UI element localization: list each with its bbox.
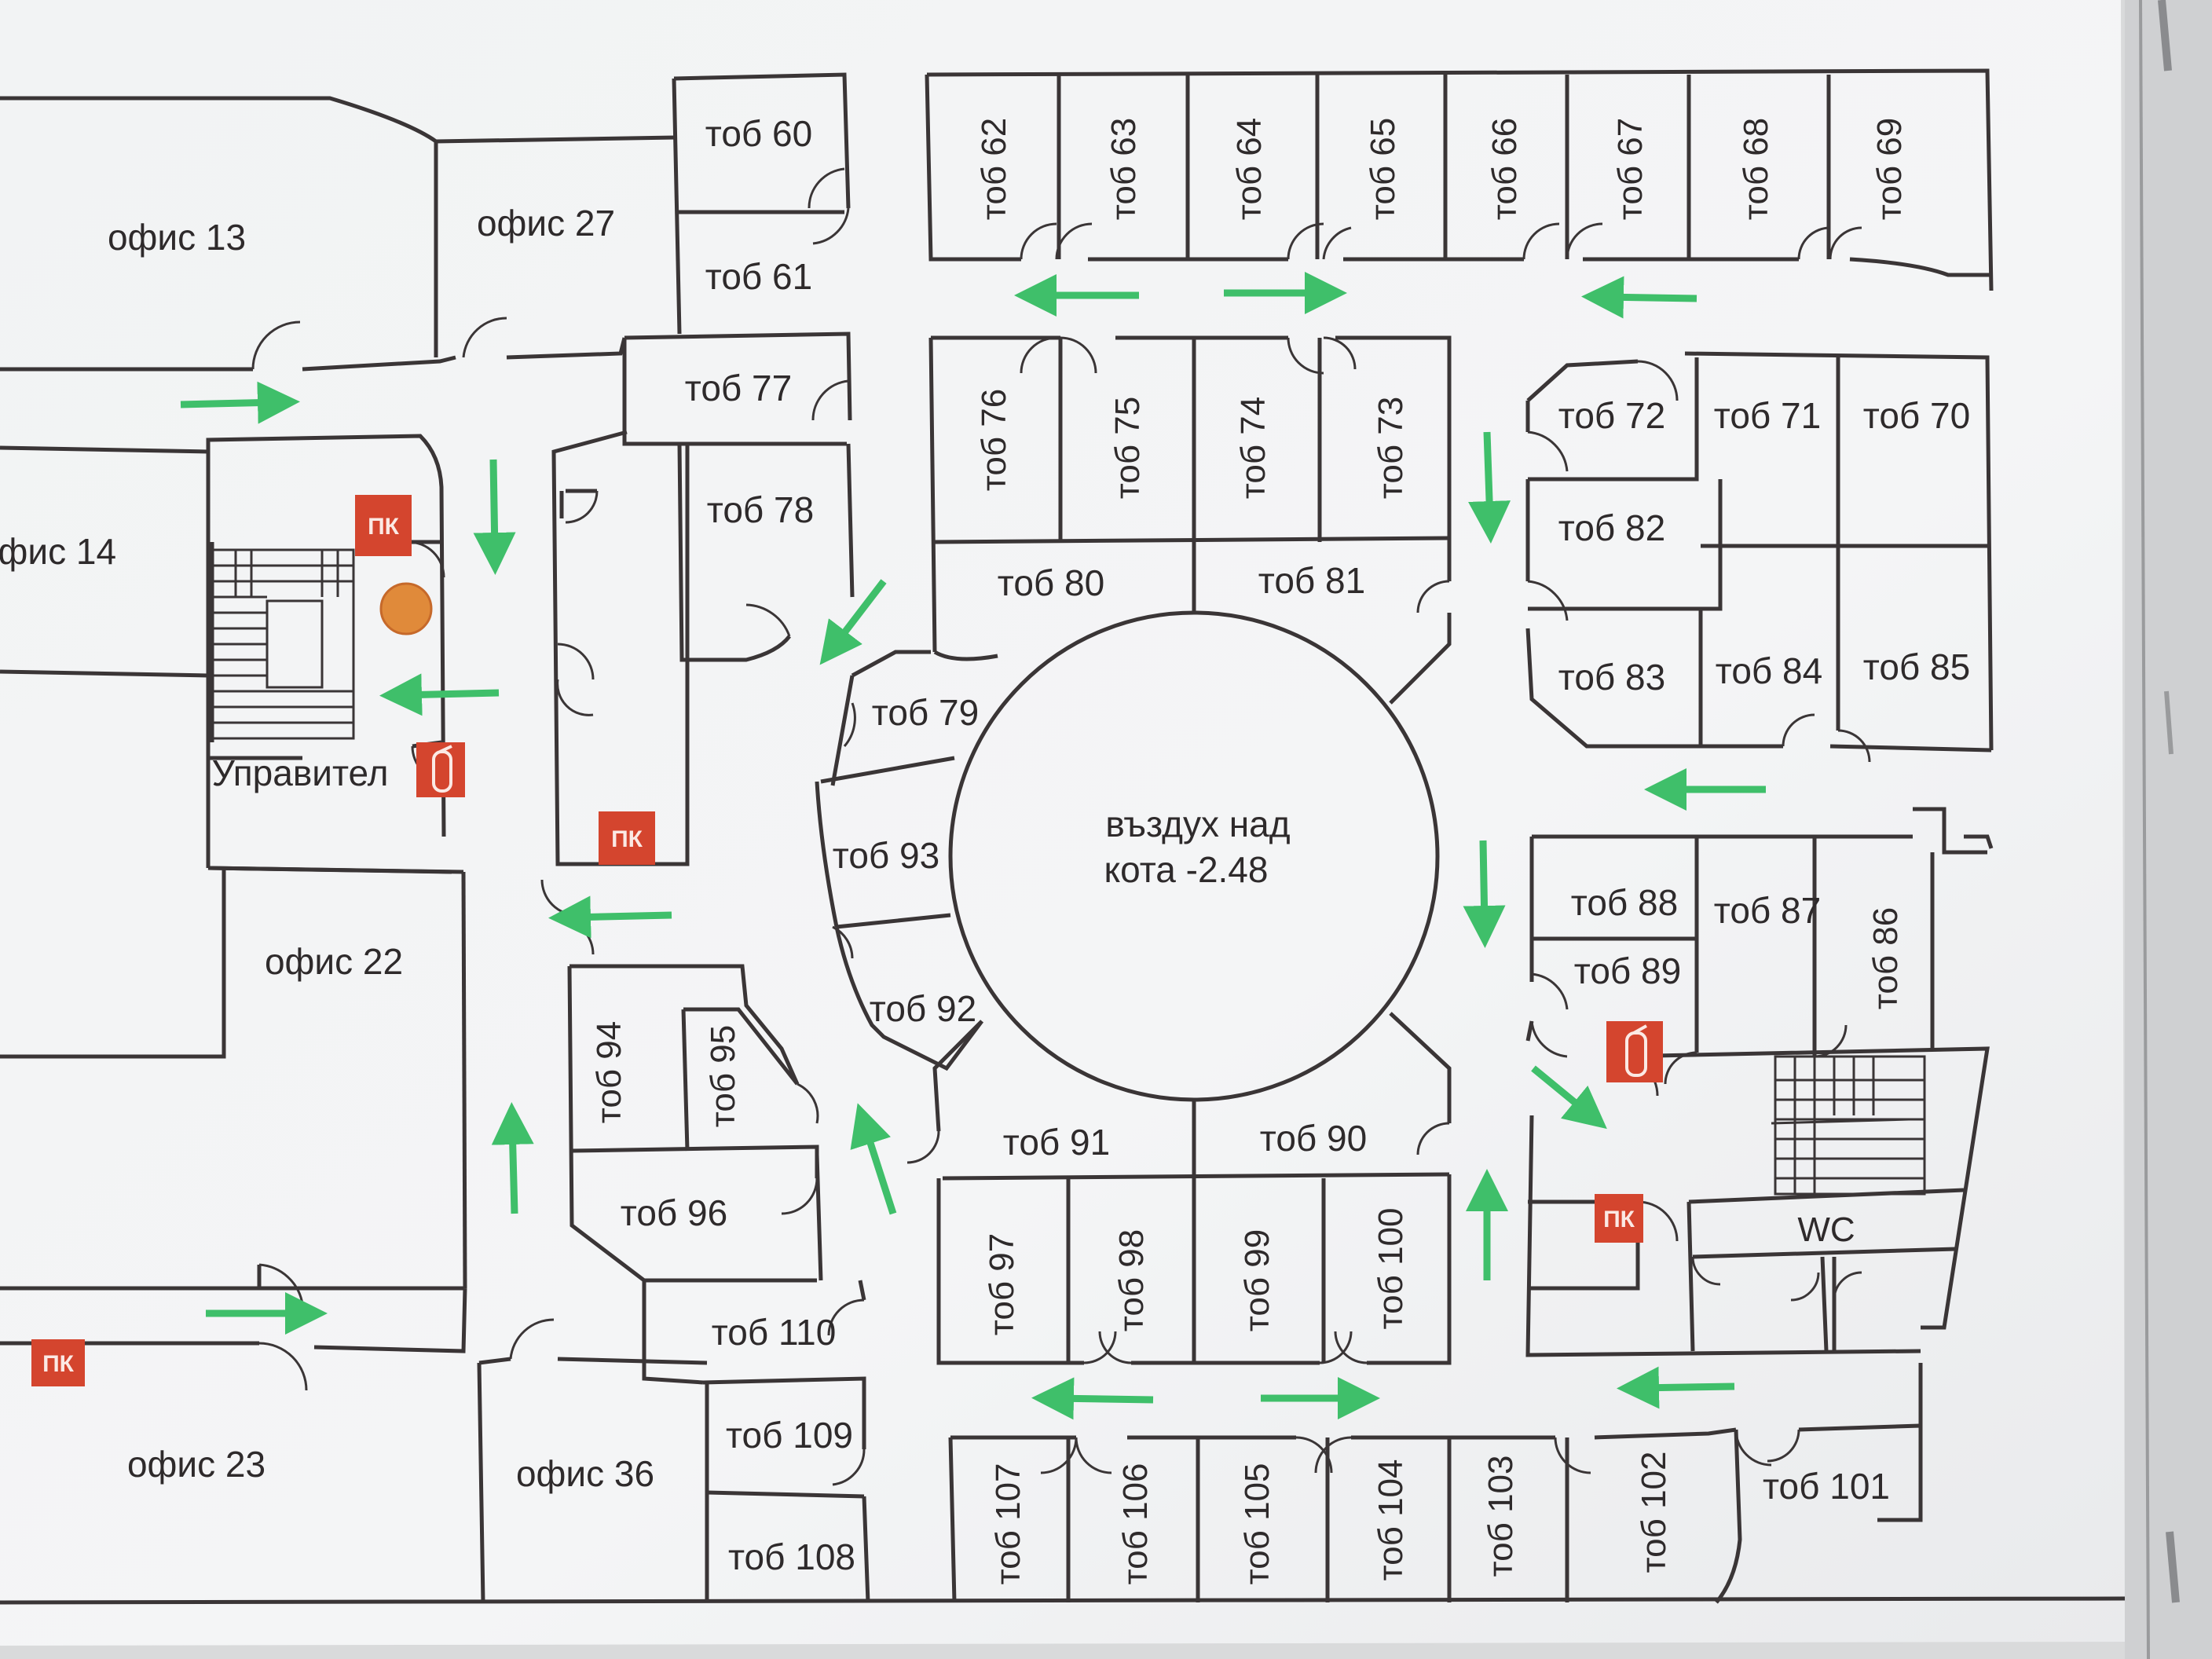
room-label-75: тоб 75 [1108, 397, 1147, 500]
room-label-104: тоб 104 [1372, 1459, 1410, 1581]
svg-text:ПК: ПК [611, 826, 643, 852]
room-label-85: тоб 85 [1863, 646, 1970, 687]
atrium-circle [948, 610, 1440, 1102]
room-label-65: тоб 65 [1364, 118, 1402, 221]
direction-arrow-icon [473, 459, 516, 575]
room-label-83: тоб 83 [1558, 657, 1665, 698]
room-label-107: тоб 107 [989, 1463, 1027, 1585]
room-label-66: тоб 66 [1485, 118, 1524, 221]
room-label-92: тоб 92 [870, 988, 976, 1029]
room-label-103: тоб 103 [1481, 1456, 1520, 1577]
room-label-94: тоб 94 [590, 1021, 628, 1124]
room-label-89: тоб 89 [1574, 950, 1681, 991]
atrium-label-line2: кота -2.48 [1104, 849, 1269, 890]
room-label-78: тоб 78 [707, 489, 814, 530]
room-label-office-23: офис 23 [127, 1444, 266, 1485]
room-label-74: тоб 74 [1234, 397, 1273, 500]
room-label-office-27: офис 27 [477, 203, 615, 244]
board-frame-line [2139, 0, 2150, 1659]
room-label-88: тоб 88 [1571, 882, 1678, 923]
room-label-84: тоб 84 [1716, 650, 1822, 691]
clip-bot [2166, 1531, 2180, 1603]
room-label-81: тоб 81 [1258, 560, 1365, 601]
board-frame-right [2125, 0, 2212, 1659]
atrium-label-line1: въздух над [1105, 804, 1290, 844]
fire-hydrant-icon: ПК [599, 811, 655, 865]
wc-label: WC [1797, 1210, 1855, 1249]
direction-arrow-icon [1531, 1065, 1607, 1130]
direction-arrow-icon [180, 381, 300, 424]
clip-top [2158, 0, 2172, 71]
room-label-96: тоб 96 [621, 1192, 727, 1233]
room-label-62: тоб 62 [975, 118, 1013, 221]
stairs-icon [211, 548, 355, 740]
room-label-108: тоб 108 [728, 1536, 855, 1577]
evacuation-arrows [180, 272, 1766, 1420]
paper-sheet [0, 0, 2125, 1646]
direction-arrow-icon [1581, 276, 1697, 319]
room-label-99: тоб 99 [1238, 1229, 1276, 1332]
direction-arrow-icon [1617, 1366, 1735, 1409]
room-label-office-13: офис 13 [108, 217, 246, 258]
room-label-86: тоб 86 [1866, 907, 1905, 1010]
location-marker-icon [379, 582, 433, 635]
fire-extinguisher-icon [1606, 1021, 1663, 1082]
room-label-98: тоб 98 [1112, 1229, 1151, 1332]
stairs-icon [1771, 1055, 1926, 1196]
room-label-office-36: офис 36 [516, 1453, 654, 1494]
room-label-100: тоб 100 [1372, 1208, 1410, 1330]
direction-arrow-icon [819, 579, 887, 665]
room-label-90: тоб 90 [1260, 1118, 1367, 1159]
direction-arrow-icon [1468, 431, 1511, 544]
clip-mid [2164, 690, 2174, 755]
room-label-93: тоб 93 [833, 835, 939, 876]
room-label-69: тоб 69 [1870, 118, 1909, 221]
room-label-61: тоб 61 [705, 256, 812, 297]
room-label-80: тоб 80 [998, 562, 1104, 603]
direction-arrow-icon [379, 673, 500, 716]
fire-hydrant-icon: ПК [1595, 1194, 1643, 1243]
room-label-73: тоб 73 [1372, 397, 1410, 500]
room-label-70: тоб 70 [1863, 395, 1970, 436]
room-label-office-22: офис 22 [265, 941, 403, 982]
room-label-101: тоб 101 [1763, 1466, 1890, 1507]
room-label-76: тоб 76 [975, 389, 1013, 492]
room-label-72: тоб 72 [1558, 395, 1665, 436]
room-label-105: тоб 105 [1238, 1463, 1276, 1585]
room-label-102: тоб 102 [1635, 1452, 1673, 1573]
room-label-87: тоб 87 [1714, 890, 1821, 931]
svg-text:ПК: ПК [368, 514, 400, 540]
room-label-63: тоб 63 [1104, 118, 1143, 221]
direction-arrow-icon [1463, 840, 1506, 948]
room-label-67: тоб 67 [1611, 118, 1650, 221]
svg-text:ПК: ПК [1603, 1207, 1635, 1232]
direction-arrow-icon [850, 1103, 897, 1215]
room-labels: офис 13 офис 27 офис 14 Управител офис 2… [0, 113, 1970, 1584]
direction-arrow-icon [1031, 1377, 1154, 1420]
room-label-110: тоб 110 [712, 1312, 837, 1353]
fire-hydrant-icon: ПК [31, 1339, 85, 1386]
room-label-91: тоб 91 [1003, 1122, 1110, 1163]
room-label-68: тоб 68 [1737, 118, 1775, 221]
room-label-60: тоб 60 [705, 113, 812, 154]
room-label-71: тоб 71 [1714, 395, 1821, 436]
room-label-office-14: офис 14 [0, 531, 116, 572]
fire-extinguisher-icon [416, 742, 465, 797]
direction-arrow-icon [548, 895, 672, 939]
svg-text:ПК: ПК [42, 1351, 75, 1377]
room-label-64: тоб 64 [1230, 118, 1269, 221]
room-label-82: тоб 82 [1558, 507, 1665, 548]
fire-hydrant-icon: ПК [355, 495, 412, 556]
room-label-79: тоб 79 [872, 692, 979, 733]
walls [0, 68, 2126, 1605]
room-label-77: тоб 77 [685, 368, 792, 408]
direction-arrow-icon [491, 1102, 534, 1214]
room-label-manager: Управител [212, 753, 389, 793]
room-label-95: тоб 95 [704, 1025, 742, 1128]
room-label-97: тоб 97 [983, 1233, 1021, 1336]
room-label-109: тоб 109 [726, 1415, 853, 1456]
room-label-106: тоб 106 [1116, 1463, 1155, 1585]
